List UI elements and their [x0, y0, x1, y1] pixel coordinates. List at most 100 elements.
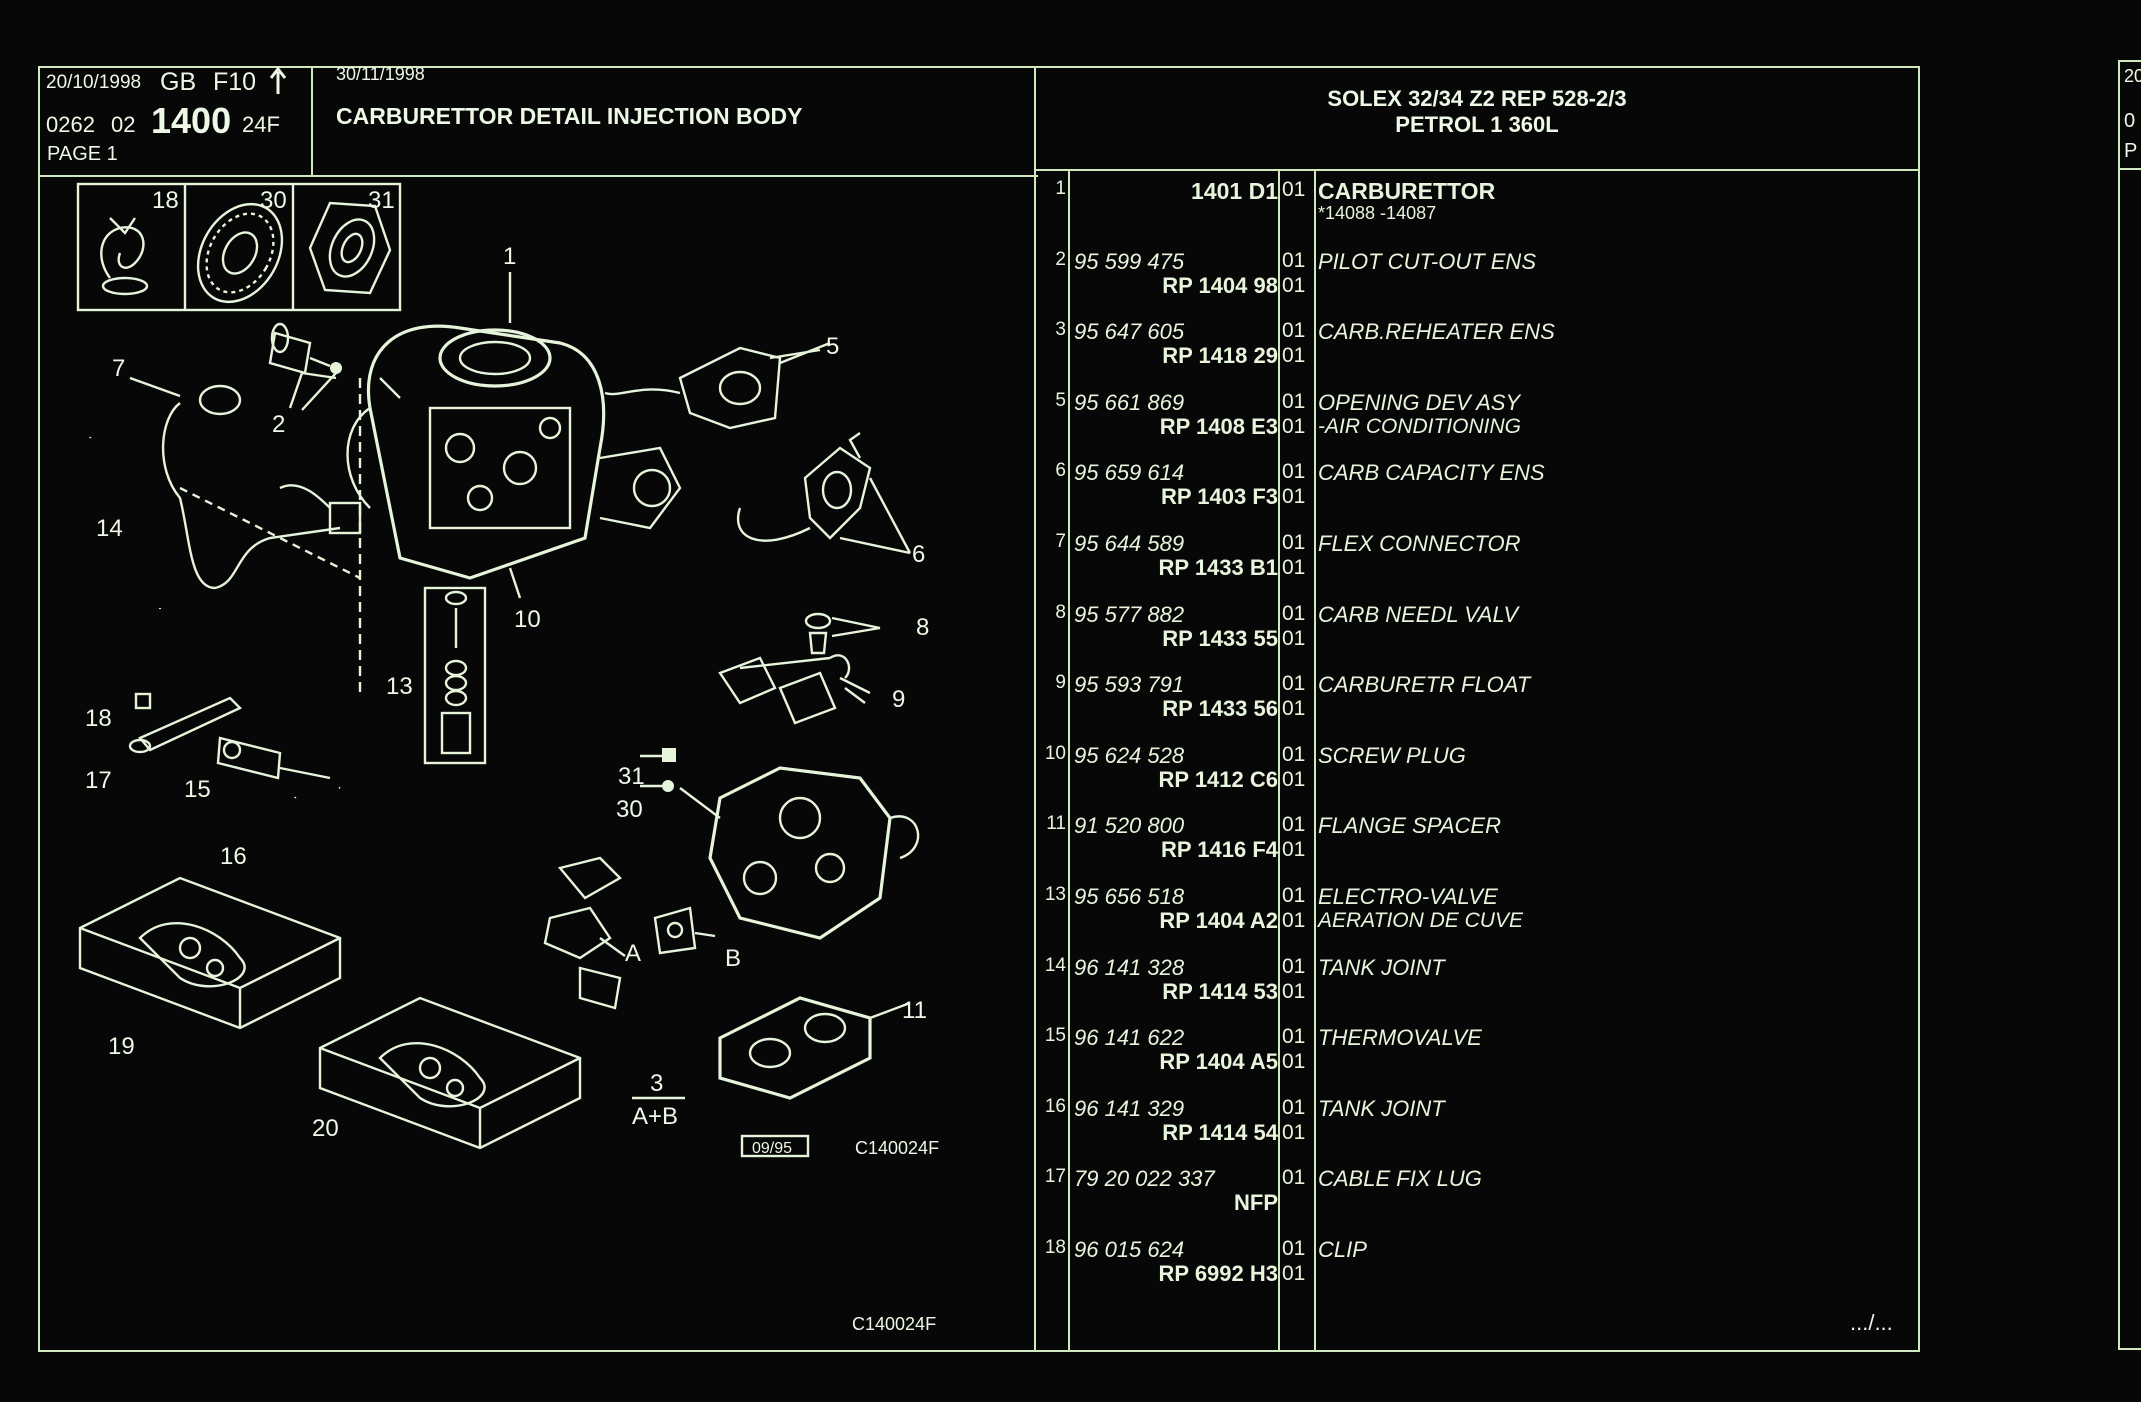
part-reference: 1401 D1 [1191, 178, 1278, 204]
item-number: 14 [1044, 954, 1066, 976]
flange-spacer [718, 996, 911, 1100]
item-number: 2 [1055, 248, 1066, 270]
quantity-secondary: 01 [1282, 1120, 1306, 1144]
quantity: 01 [1282, 319, 1306, 343]
quantity: 01 [1282, 884, 1306, 907]
footer-code: C140024F [852, 1314, 936, 1334]
marker-30 [662, 780, 674, 792]
quantity-secondary: 01 [1282, 838, 1306, 862]
callout-2: 2 [272, 411, 285, 438]
quantity: 01 [1282, 389, 1306, 413]
toothed-washer-icon [196, 202, 284, 304]
callout-10: 10 [514, 606, 541, 633]
quantity-secondary: 01 [1282, 273, 1306, 297]
quantity: 01 [1282, 1025, 1306, 1049]
rp-reference: RP 1408 E3 [1159, 413, 1278, 439]
item-number: 3 [1055, 319, 1066, 341]
rp-reference: RP 1414 53 [1162, 978, 1278, 1004]
quantity: 01 [1282, 601, 1306, 625]
callout-1: 1 [503, 243, 516, 270]
quantity-secondary: 01 [1282, 909, 1306, 932]
part-description: SCREW PLUG [1318, 742, 1466, 768]
part-description: CARB CAPACITY ENS [1318, 460, 1545, 486]
part-reference: 96 015 624 [1074, 1237, 1185, 1262]
header-country: GB [160, 68, 197, 96]
part-description: CARBURETTOR [1318, 178, 1496, 204]
quantity: 01 [1282, 531, 1306, 554]
callout-7: 7 [112, 355, 125, 382]
capacity-ens [737, 432, 912, 555]
header-vsep [311, 66, 313, 176]
quantity-secondary: 01 [1282, 485, 1306, 509]
part-description: TANK JOINT [1318, 1095, 1445, 1121]
quantity-secondary: 01 [1282, 1050, 1306, 1074]
part-reference: 96 141 622 [1074, 1025, 1185, 1051]
part-reference: 96 141 328 [1074, 954, 1185, 980]
lever-assembly-a [543, 856, 626, 1010]
next-page-hdr-1: 20 [2124, 66, 2141, 86]
part-description: FLEX CONNECTOR [1318, 531, 1521, 556]
cable-fix-lug [128, 692, 243, 754]
thermovalve [216, 736, 331, 780]
inset-label-30: 30 [260, 187, 287, 214]
diagram-table-divider [1034, 66, 1036, 1352]
callout-13: 13 [386, 673, 413, 700]
rp-reference: RP 1418 29 [1162, 343, 1278, 369]
header-divider-right [1034, 169, 1920, 171]
combo-denominator: A+B [632, 1103, 678, 1130]
up-arrow-icon [269, 66, 287, 94]
part-description: CARB.REHEATER ENS [1318, 319, 1555, 345]
rp-reference: RP 1412 C6 [1158, 766, 1278, 792]
header-ref-mid: 02 [111, 112, 136, 137]
rp-reference: RP 6992 H3 [1158, 1261, 1278, 1286]
tank-joint-16 [290, 786, 413, 901]
header-ref-main: 1400 [151, 100, 232, 141]
quantity-secondary: 01 [1282, 626, 1306, 650]
quantity: 01 [1282, 1095, 1306, 1119]
part-reference: 95 624 528 [1074, 742, 1185, 768]
part-reference: 91 520 800 [1074, 813, 1185, 839]
item-number: 18 [1044, 1237, 1066, 1258]
item-column-divider [1068, 170, 1070, 1352]
combo-numerator: 3 [650, 1070, 663, 1097]
rp-reference: RP 1404 98 [1162, 272, 1278, 298]
item-number: 15 [1044, 1025, 1066, 1047]
qty-column-divider-left [1278, 170, 1280, 1352]
quantity-secondary: 01 [1282, 767, 1306, 791]
qty-column-divider-right [1314, 170, 1316, 1352]
part-description: CLIP [1318, 1237, 1367, 1262]
ref-label-a: A [625, 940, 641, 967]
opening-device [604, 341, 831, 430]
quantity: 01 [1282, 178, 1306, 201]
part-note: *14088 -14087 [1318, 203, 1437, 223]
callout-9: 9 [892, 686, 905, 713]
part-description: FLANGE SPACER [1318, 813, 1501, 839]
rp-reference: RP 1414 54 [1162, 1119, 1278, 1145]
nut-icon [308, 201, 392, 295]
quantity-secondary: 01 [1282, 556, 1306, 579]
rp-reference: RP 1433 B1 [1158, 555, 1278, 580]
part-description: PILOT CUT-OUT ENS [1318, 248, 1536, 274]
part-reference: 95 656 518 [1074, 884, 1185, 909]
part-reference: 95 644 589 [1074, 531, 1185, 556]
next-page-hdr-3: P [2124, 140, 2138, 162]
callout-31: 31 [618, 763, 645, 790]
callout-11: 11 [902, 997, 927, 1024]
quantity: 01 [1282, 1166, 1306, 1190]
item-number: 17 [1044, 1166, 1066, 1188]
part-reference: 95 661 869 [1074, 389, 1185, 415]
callout-15: 15 [184, 776, 211, 803]
lever-assembly-b [653, 906, 716, 955]
carburettor-body [346, 324, 682, 580]
header-ref-suffix: 24F [242, 112, 280, 137]
callout-19: 19 [108, 1033, 135, 1060]
